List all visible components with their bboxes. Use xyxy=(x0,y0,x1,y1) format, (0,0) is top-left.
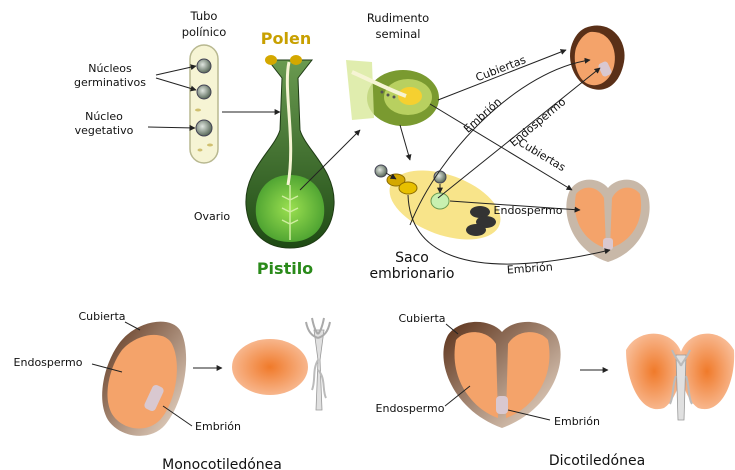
tubo-label-2: polínico xyxy=(182,25,227,39)
cubiertas-mid-label: Cubiertas xyxy=(516,136,568,174)
pollen-tube xyxy=(190,45,218,163)
nucleo-label-1: Núcleo xyxy=(85,110,123,123)
rudimento-label-1: Rudimento xyxy=(367,11,429,25)
ovule xyxy=(346,60,439,126)
embrion-bottom-label: Embrión xyxy=(506,260,553,276)
mono-endospermo-label: Endospermo xyxy=(14,356,83,369)
mono-seedling xyxy=(306,318,330,410)
small-monocot-seed xyxy=(570,26,625,90)
mono-cubierta-label: Cubierta xyxy=(78,310,125,323)
dicot-seed xyxy=(443,322,560,428)
endospermo-mid-label: Endospermo xyxy=(494,204,563,217)
embryo-sac xyxy=(375,157,510,253)
small-dicot-seed xyxy=(566,180,649,262)
di-embrion-label: Embrión xyxy=(554,415,600,428)
saco-label-1: Saco xyxy=(395,250,429,266)
nucleos-label-2: germinativos xyxy=(74,76,146,89)
di-endospermo-label: Endospermo xyxy=(376,402,445,415)
di-cubierta-label: Cubierta xyxy=(398,312,445,325)
embrion-diag-label: Embrión xyxy=(461,95,504,135)
tubo-label-1: Tubo xyxy=(190,9,218,23)
mono-title: Monocotiledónea xyxy=(162,457,282,470)
mono-endosperm-shape xyxy=(232,339,308,395)
dicot-seedling xyxy=(626,334,734,420)
ovario-label: Ovario xyxy=(194,210,230,223)
rudimento-label-2: seminal xyxy=(376,27,421,41)
pistilo-label: Pistilo xyxy=(257,259,313,278)
mono-embrion-label: Embrión xyxy=(195,420,241,433)
nucleos-label-1: Núcleos xyxy=(88,62,132,75)
cubiertas-top-label: Cubiertas xyxy=(474,53,528,84)
monocot-seed xyxy=(102,322,186,436)
endospermo-diag-label: Endospermo xyxy=(507,95,568,149)
di-title: Dicotiledónea xyxy=(549,453,645,469)
saco-label-2: embrionario xyxy=(369,266,454,282)
nucleo-label-2: vegetativo xyxy=(75,124,134,137)
polen-label: Polen xyxy=(261,29,311,48)
pistil xyxy=(246,55,334,248)
